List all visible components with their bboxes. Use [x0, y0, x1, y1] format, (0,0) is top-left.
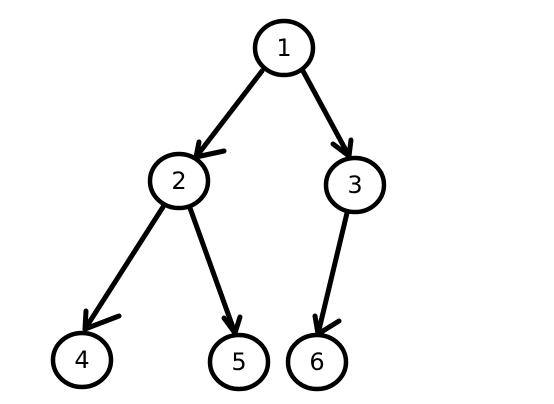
node-circle [147, 151, 211, 211]
node-6: 6 [285, 332, 349, 392]
edge-line [82, 204, 166, 332]
node-1: 1 [252, 18, 316, 78]
edge-n3-n6 [312, 210, 350, 337]
node-circle [252, 18, 316, 78]
arrowhead [82, 313, 122, 332]
node-3: 3 [323, 155, 387, 215]
arrowhead [193, 148, 227, 160]
edge-n2-n5 [187, 205, 243, 336]
node-circle [323, 155, 387, 215]
node-5: 5 [207, 332, 271, 392]
edges-layer [82, 68, 354, 337]
edge-line [300, 68, 352, 159]
node-label: 6 [309, 348, 324, 376]
node-4: 4 [50, 330, 114, 390]
node-circle [50, 330, 114, 390]
node-label: 2 [171, 167, 186, 195]
edge-n1-n2 [193, 68, 265, 160]
edge-line [315, 210, 350, 337]
node-label: 1 [276, 34, 291, 62]
arrowhead [193, 139, 202, 160]
arrowhead [82, 308, 89, 332]
nodes-layer: 1 2 3 4 5 6 [50, 18, 387, 392]
node-label: 5 [231, 348, 246, 376]
arrowhead [232, 314, 243, 336]
arrowhead [312, 313, 321, 337]
arrowhead [315, 318, 342, 337]
edge-n2-n4 [82, 204, 166, 332]
edge-line [193, 68, 265, 160]
edge-n1-n3 [300, 68, 354, 159]
node-circle [207, 332, 271, 392]
arrowhead [346, 137, 354, 159]
arrowhead [330, 141, 352, 159]
edge-line [187, 205, 238, 336]
node-label: 4 [74, 346, 89, 374]
node-circle [285, 332, 349, 392]
node-2: 2 [147, 151, 211, 211]
node-label: 3 [347, 171, 362, 199]
